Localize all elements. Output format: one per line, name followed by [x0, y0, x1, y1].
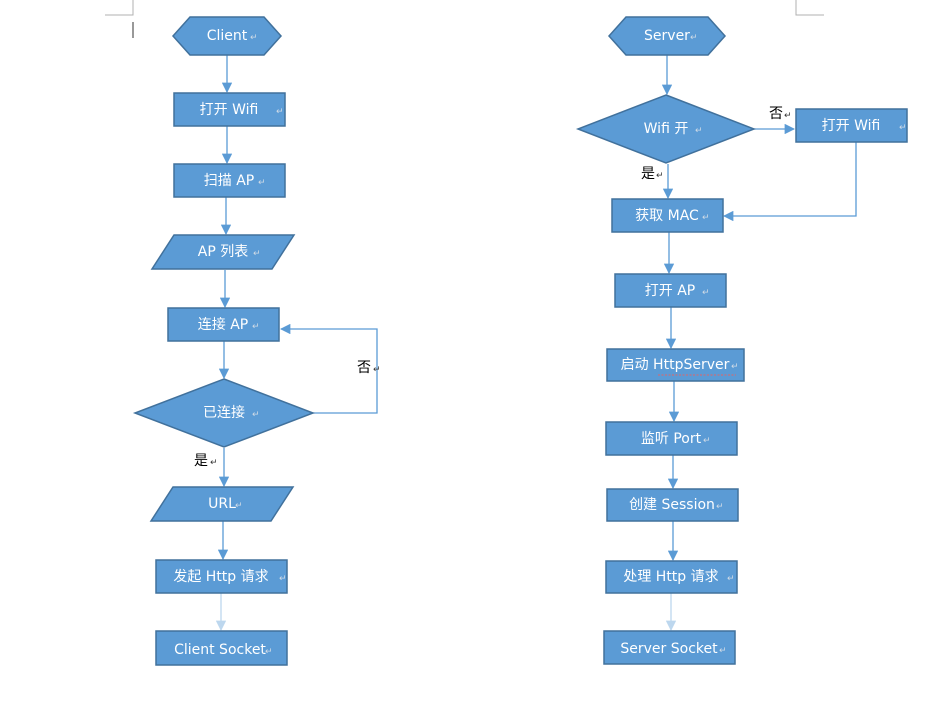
node-server-create-session: 创建 Session	[606, 488, 739, 522]
svg-text:↵: ↵	[784, 111, 792, 121]
server-edges	[661, 55, 857, 632]
server-yes-label: 是	[641, 166, 655, 182]
node-server-start-label: Server	[644, 28, 690, 44]
svg-text:↵: ↵	[252, 410, 260, 420]
node-server-get-mac: 获取 MAC	[611, 198, 724, 233]
node-client-open-wifi: 打开 Wifi	[173, 92, 286, 127]
svg-text:↵: ↵	[716, 502, 724, 512]
node-client-socket: Client Socket	[155, 630, 288, 666]
node-server-socket-label: Server Socket	[620, 641, 718, 657]
node-server-socket: Server Socket	[603, 630, 736, 665]
svg-text:↵: ↵	[690, 33, 698, 43]
node-server-handle-http: 处理 Http 请求	[605, 560, 738, 594]
svg-text:↵: ↵	[702, 213, 710, 223]
paragraph-marks: ↵ ↵ ↵ ↵ ↵ ↵ ↵ ↵ ↵ ↵ ↵ ↵ ↵ ↵ ↵ ↵ ↵ ↵ ↵ ↵ …	[210, 33, 907, 657]
node-server-start: Server	[607, 16, 727, 56]
node-client-start-label: Client	[207, 28, 248, 44]
svg-text:↵: ↵	[727, 574, 735, 584]
node-server-listen-port: 监听 Port	[605, 421, 738, 456]
node-client-connected-decision: 已连接	[132, 378, 316, 448]
svg-text:↵: ↵	[695, 126, 703, 136]
node-server-open-wifi: 打开 Wifi	[795, 108, 908, 143]
edge-open-wifi-to-mac	[722, 142, 857, 222]
node-server-listen-port-label: 监听 Port	[641, 431, 702, 447]
node-client-ap-list: AP 列表	[150, 234, 296, 270]
svg-text:↵: ↵	[252, 322, 260, 332]
node-client-scan-ap: 扫描 AP	[173, 163, 286, 198]
svg-text:↵: ↵	[656, 171, 664, 181]
svg-text:↵: ↵	[258, 178, 266, 188]
node-server-start-httpserver-label: 启动 HttpServer	[621, 357, 730, 373]
node-client-send-http-label: 发起 Http 请求	[173, 569, 268, 585]
node-client-ap-list-label: AP 列表	[198, 244, 248, 260]
svg-text:↵: ↵	[250, 33, 258, 43]
svg-text:↵: ↵	[373, 365, 381, 375]
svg-text:↵: ↵	[899, 123, 907, 133]
node-client-connected-label: 已连接	[203, 404, 245, 421]
client-edges	[215, 55, 378, 632]
node-client-open-wifi-label: 打开 Wifi	[200, 101, 259, 118]
node-client-socket-label: Client Socket	[174, 642, 266, 658]
node-client-connect-ap: 连接 AP	[167, 307, 280, 342]
node-client-scan-ap-label: 扫描 AP	[204, 173, 254, 189]
svg-text:↵: ↵	[235, 501, 243, 511]
svg-text:↵: ↵	[279, 574, 287, 584]
node-client-send-http: 发起 Http 请求	[155, 559, 288, 594]
svg-text:↵: ↵	[702, 288, 710, 298]
node-server-open-ap: 打开 AP	[614, 273, 727, 308]
svg-text:↵: ↵	[703, 436, 711, 446]
svg-text:↵: ↵	[719, 646, 727, 656]
node-client-url: URL	[149, 486, 295, 522]
node-server-wifi-decision: Wifi 开	[575, 94, 757, 164]
client-no-label: 否	[357, 360, 371, 376]
svg-text:↵: ↵	[276, 107, 284, 117]
svg-text:↵: ↵	[265, 647, 273, 657]
node-client-url-label: URL	[208, 496, 236, 512]
svg-text:↵: ↵	[731, 362, 739, 372]
node-server-start-httpserver: 启动 HttpServer	[606, 348, 745, 382]
svg-text:↵: ↵	[253, 249, 261, 259]
node-server-wifi-label: Wifi 开	[644, 121, 689, 137]
node-client-start: Client	[171, 16, 283, 56]
node-server-handle-http-label: 处理 Http 请求	[623, 569, 718, 585]
server-no-label: 否	[769, 106, 783, 122]
page-corner-marks	[105, 0, 824, 38]
svg-text:↵: ↵	[210, 458, 218, 468]
node-server-get-mac-label: 获取 MAC	[635, 208, 699, 224]
node-server-open-ap-label: 打开 AP	[645, 282, 695, 299]
edge-connected-no-loop	[279, 323, 378, 414]
node-server-open-wifi-label: 打开 Wifi	[822, 117, 881, 134]
client-yes-label: 是	[194, 453, 208, 469]
node-server-create-session-label: 创建 Session	[629, 497, 715, 513]
node-client-connect-ap-label: 连接 AP	[198, 316, 248, 333]
